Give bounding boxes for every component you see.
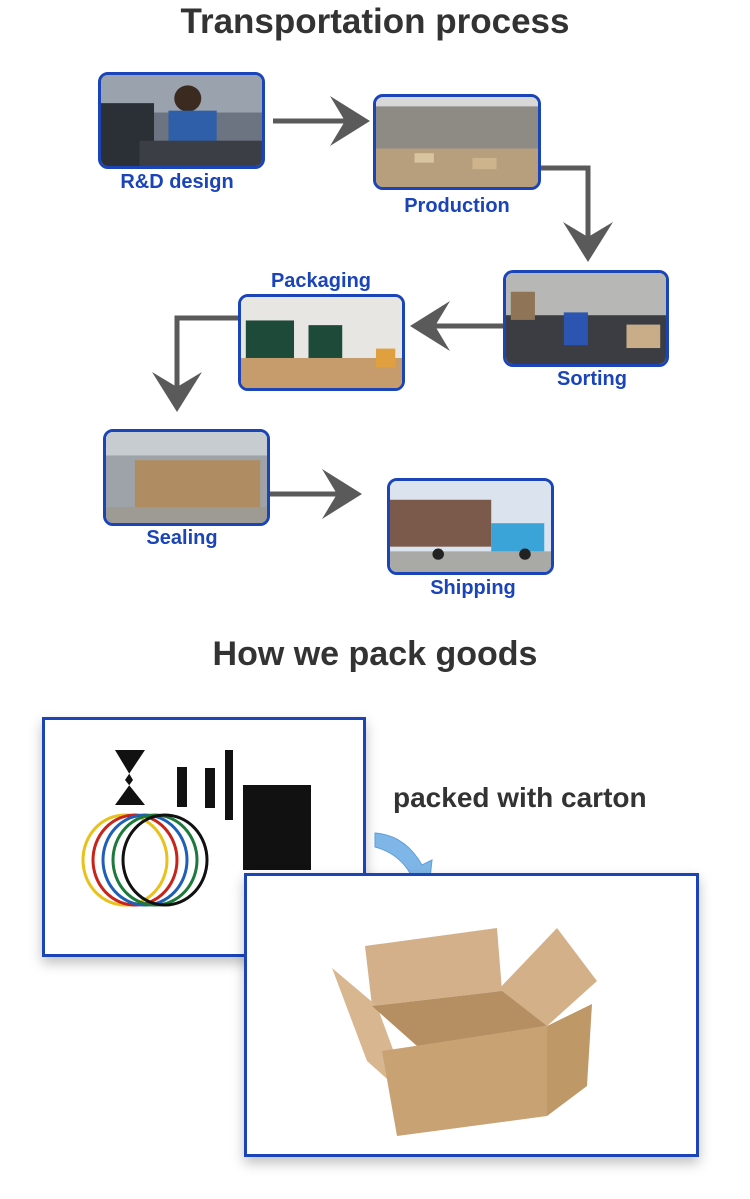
- product-set-frame: [42, 717, 366, 957]
- shipping-photo: [387, 478, 554, 575]
- sorting-photo: [503, 270, 669, 367]
- production-photo: [373, 94, 541, 190]
- packed-caption: packed with carton: [393, 782, 647, 813]
- rd-design-photo: [98, 72, 265, 169]
- step-label-sorting: Sorting: [557, 368, 627, 390]
- arrow-production-to-sorting: [541, 165, 613, 262]
- packaging-photo: [238, 294, 405, 391]
- flow-arrows: [152, 96, 613, 519]
- step-label-packaging: Packaging: [270, 270, 372, 292]
- transport-title: Transportation process: [180, 2, 570, 41]
- step-label-production: Production: [404, 195, 510, 217]
- step-label-shipping: Shipping: [430, 577, 516, 599]
- carton-frame: [244, 873, 699, 1157]
- arrow-packaging-to-sealing: [152, 315, 238, 412]
- pack-title: How we pack goods: [212, 635, 538, 673]
- step-label-sealing: Sealing: [146, 527, 218, 549]
- sealing-photo: [103, 429, 270, 526]
- carton-box-image: [332, 928, 597, 1136]
- resistance-band-set-image: [81, 750, 311, 907]
- step-label-rd-design: R&D design: [120, 171, 234, 193]
